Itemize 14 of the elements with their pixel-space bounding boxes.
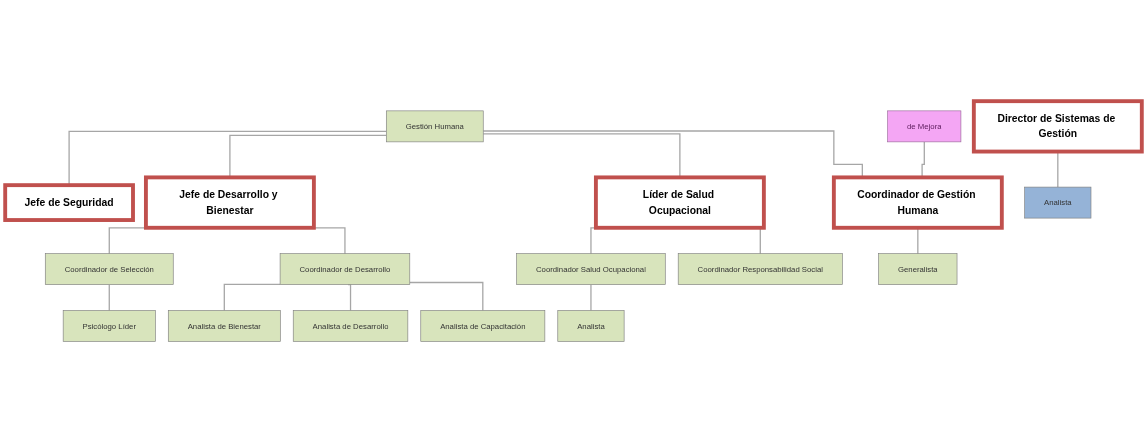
connector [108,283,110,311]
connector [409,281,484,311]
node-box: Jefe de Seguridad [3,182,135,222]
connector [590,283,592,311]
connector [921,140,925,178]
node-box: Coordinador de Gestión Humana [831,175,1004,230]
connector [229,134,387,178]
connector [482,132,681,178]
node-box: Líder de Salud Ocupacional [593,175,766,230]
node-box: Director de Sistemas de Gestión [971,98,1144,154]
connector [347,283,352,311]
node-box: Jefe de Desarrollo y Bienestar [144,175,316,230]
connector [223,283,281,311]
connector [482,130,863,178]
